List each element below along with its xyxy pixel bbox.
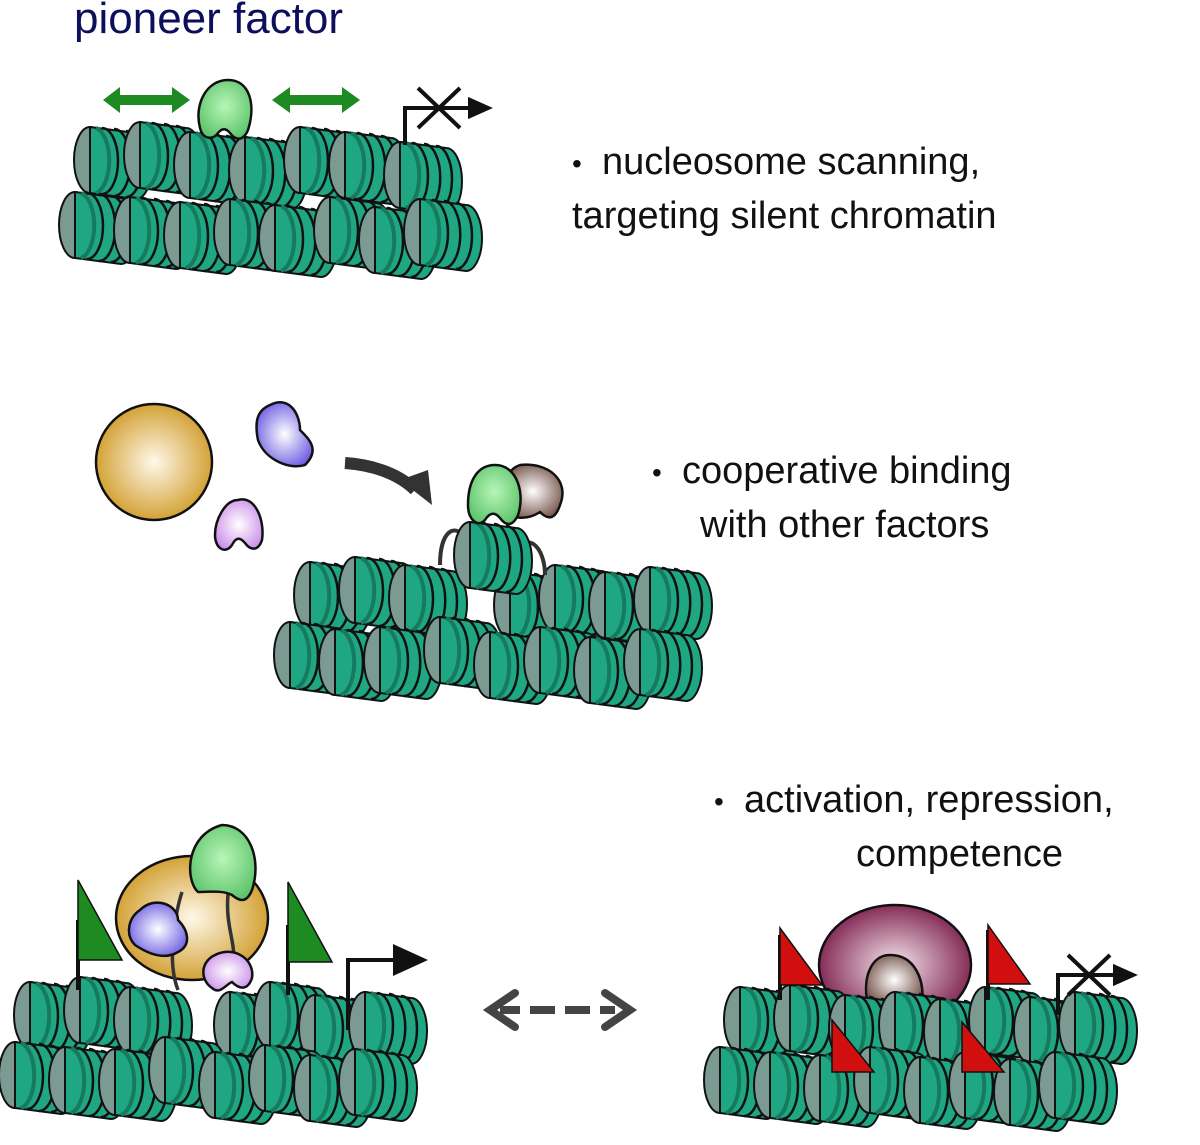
blue-factor-icon <box>127 901 189 958</box>
panel-scanning <box>57 78 493 281</box>
active-mark-flag-icon <box>76 879 334 995</box>
pioneer-factor-icon <box>466 463 522 526</box>
bullet: • <box>572 147 582 179</box>
pink-factor-icon <box>202 950 254 992</box>
active-promoter-icon <box>346 944 428 1030</box>
panel-active <box>0 823 429 1129</box>
pioneer-factor-icon <box>188 823 257 902</box>
label-outcome: •activation, repression, competence <box>714 774 1114 880</box>
nucleosome-array <box>57 120 484 281</box>
nucleosome-array <box>0 975 429 1129</box>
label-cooperative: •cooperative binding with other factors <box>652 445 1012 551</box>
gold-factor-icon <box>94 402 214 522</box>
nucleosome-array <box>272 520 714 711</box>
pioneer-factor-icon <box>197 78 253 140</box>
blocked-promoter-icon <box>1056 953 1138 1015</box>
switch-arrow-icon <box>482 989 638 1031</box>
scan-arrow-icon <box>103 87 360 113</box>
blocked-promoter-icon <box>403 86 493 145</box>
blue-factor-icon <box>255 401 314 468</box>
repressive-mark-flag-icon <box>778 922 1032 1073</box>
label-scanning: •nucleosome scanning, targeting silent c… <box>572 136 997 242</box>
panel-cooperative <box>94 401 714 711</box>
figure-title: pioneer factor <box>74 0 344 43</box>
bullet: • <box>714 785 724 817</box>
pink-factor-icon <box>213 498 264 551</box>
panel-repressed <box>702 903 1139 1133</box>
nucleosome-array <box>702 983 1139 1133</box>
bullet: • <box>652 456 662 488</box>
curved-arrow-icon <box>344 457 420 495</box>
